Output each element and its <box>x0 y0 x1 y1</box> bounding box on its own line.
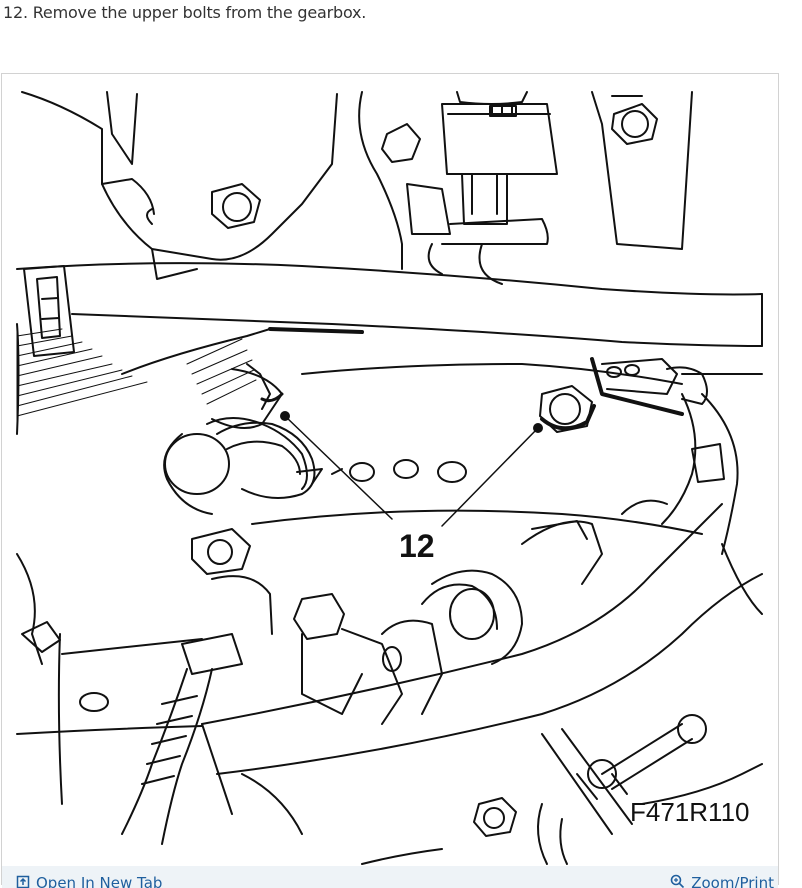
callout-number: 12 <box>399 528 435 564</box>
step-instruction: 12. Remove the upper bolts from the gear… <box>3 3 367 22</box>
figure-action-bar: Open In New Tab Zoom/Print <box>2 866 778 888</box>
magnifier-icon <box>670 874 685 888</box>
open-in-new-tab-link[interactable]: Open In New Tab <box>16 874 162 888</box>
gearbox-illustration: 12 <box>16 91 763 865</box>
external-open-icon <box>16 875 30 888</box>
figure-code: F471R110 <box>630 797 750 827</box>
zoom-print-link[interactable]: Zoom/Print <box>670 874 774 888</box>
open-in-new-tab-label: Open In New Tab <box>36 874 163 888</box>
figure-frame: 12 <box>1 73 779 885</box>
zoom-print-label: Zoom/Print <box>691 874 774 888</box>
